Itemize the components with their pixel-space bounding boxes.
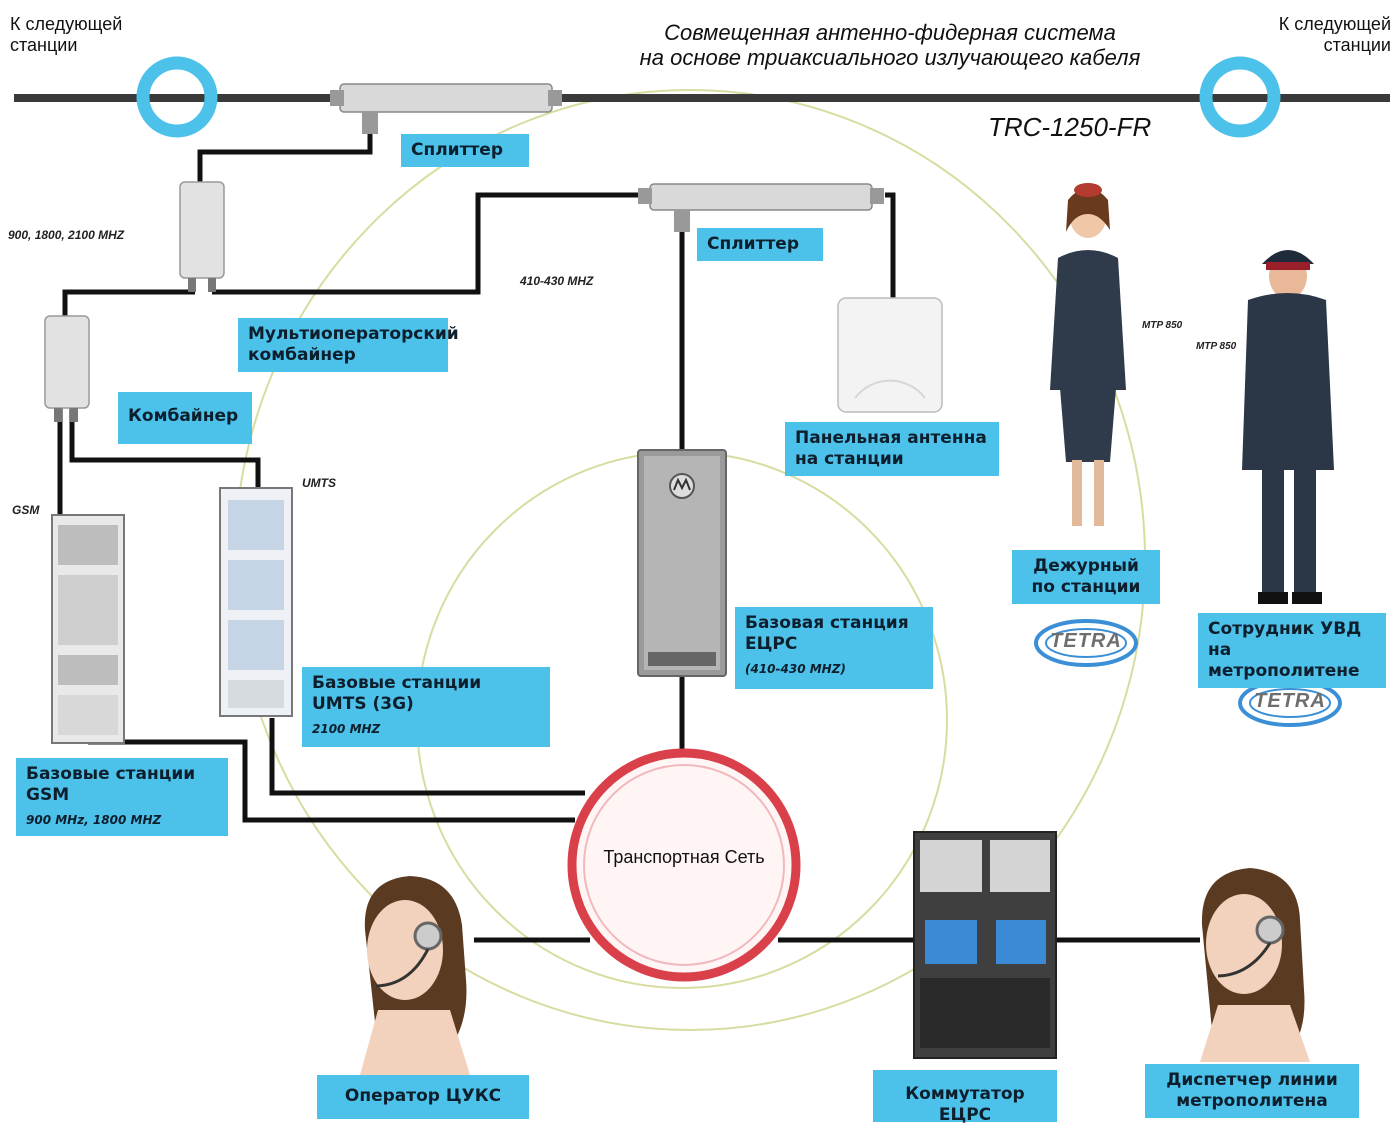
switch-cabinet (913, 831, 1057, 1059)
wire-multicombiner-to-splitter2 (212, 192, 640, 295)
splitter-top-label: Сплиттер (401, 134, 529, 167)
multi-combiner-device (179, 181, 225, 292)
cable-ring-left (136, 56, 218, 138)
splitter-mid-device (638, 183, 884, 232)
gsm-rack (51, 514, 125, 744)
wire-splitter2-to-panel (885, 192, 896, 300)
line-dispatcher-label: Диспетчер линии метрополитена (1145, 1064, 1359, 1118)
tetra-logo-text-2: TETRA (1254, 690, 1326, 712)
tetra-base-station-cabinet (637, 449, 727, 677)
splitter-top-device (330, 83, 562, 134)
panel-antenna-label: Панельная антенна на станции (785, 422, 999, 476)
switch-etsrs-label: Коммутатор ЕЦРС (873, 1070, 1057, 1125)
bs-gsm-label: Базовые станции GSM 900 MHz, 1800 MHZ (16, 758, 228, 836)
freq-tetra-band: 410-430 MHZ (520, 274, 594, 288)
next-station-right-text: К следующей станции (1278, 14, 1391, 55)
bs-umts-freq: 2100 MHZ (312, 722, 381, 736)
wire-umts-to-transport (269, 718, 585, 796)
cable-model-label: TRC-1250-FR (988, 112, 1152, 142)
gsm-note: GSM (12, 503, 40, 517)
bs-umts-label: Базовые станции UMTS (3G) 2100 MHZ (302, 667, 550, 747)
panel-antenna-device (837, 297, 943, 413)
mtp850-note-b: MTP 850 (1196, 341, 1237, 352)
bs-tetra-label: Базовая станция ЕЦРС (410-430 MHZ) (735, 607, 933, 689)
bs-umts-title: Базовые станции UMTS (3G) (312, 673, 482, 714)
radiating-cable (14, 94, 1390, 102)
splitter-mid-label: Сплиттер (697, 228, 823, 261)
bs-gsm-title: Базовые станции GSM (26, 764, 196, 805)
bs-tetra-title: Базовая станция ЕЦРС (745, 613, 909, 654)
operator-tsuks-label: Оператор ЦУКС (317, 1075, 529, 1119)
wire-combiner-to-umts (69, 408, 261, 490)
diagram-title-line1: Совмещенная антенно-фидерная система (664, 20, 1116, 45)
transport-network-ring (567, 748, 801, 982)
wire-gsm-to-transport (88, 739, 575, 823)
police-officer-figure (1242, 250, 1334, 604)
duty-officer-label: Дежурный по станции (1012, 550, 1160, 604)
police-officer-label: Сотрудник УВД на метрополитене (1198, 613, 1386, 688)
wire-multicombiner-to-combiner (62, 289, 195, 318)
operator-tsuks-figure (360, 876, 470, 1075)
umts-note: UMTS (302, 476, 336, 490)
cable-ring-right (1199, 56, 1281, 138)
combiner-label: Комбайнер (118, 392, 252, 444)
tetra-logo-1 (1034, 619, 1138, 667)
diagram-title-line2: на основе триаксиального излучающего каб… (639, 45, 1141, 70)
diagram-title: Совмещенная антенно-фидерная система на … (580, 20, 1200, 70)
freq-multi-band: 900, 1800, 2100 MHZ (8, 228, 125, 242)
duty-officer-figure (1050, 183, 1126, 526)
wire-splitter-to-multicombiner (197, 130, 373, 185)
line-dispatcher-figure (1200, 868, 1310, 1062)
combiner-device (44, 315, 90, 422)
mtp850-note-a: MTP 850 (1142, 320, 1183, 331)
bs-gsm-freq: 900 MHz, 1800 MHZ (26, 813, 162, 827)
next-station-left-text: К следующей станции (10, 14, 123, 55)
tetra-logo-text-1: TETRA (1050, 630, 1122, 652)
bs-tetra-freq: (410-430 MHZ) (745, 662, 846, 676)
umts-rack (219, 487, 293, 717)
transport-network-label: Транспортная Сеть (603, 847, 765, 867)
multi-combiner-label: Мультиоператорский комбайнер (238, 318, 459, 372)
